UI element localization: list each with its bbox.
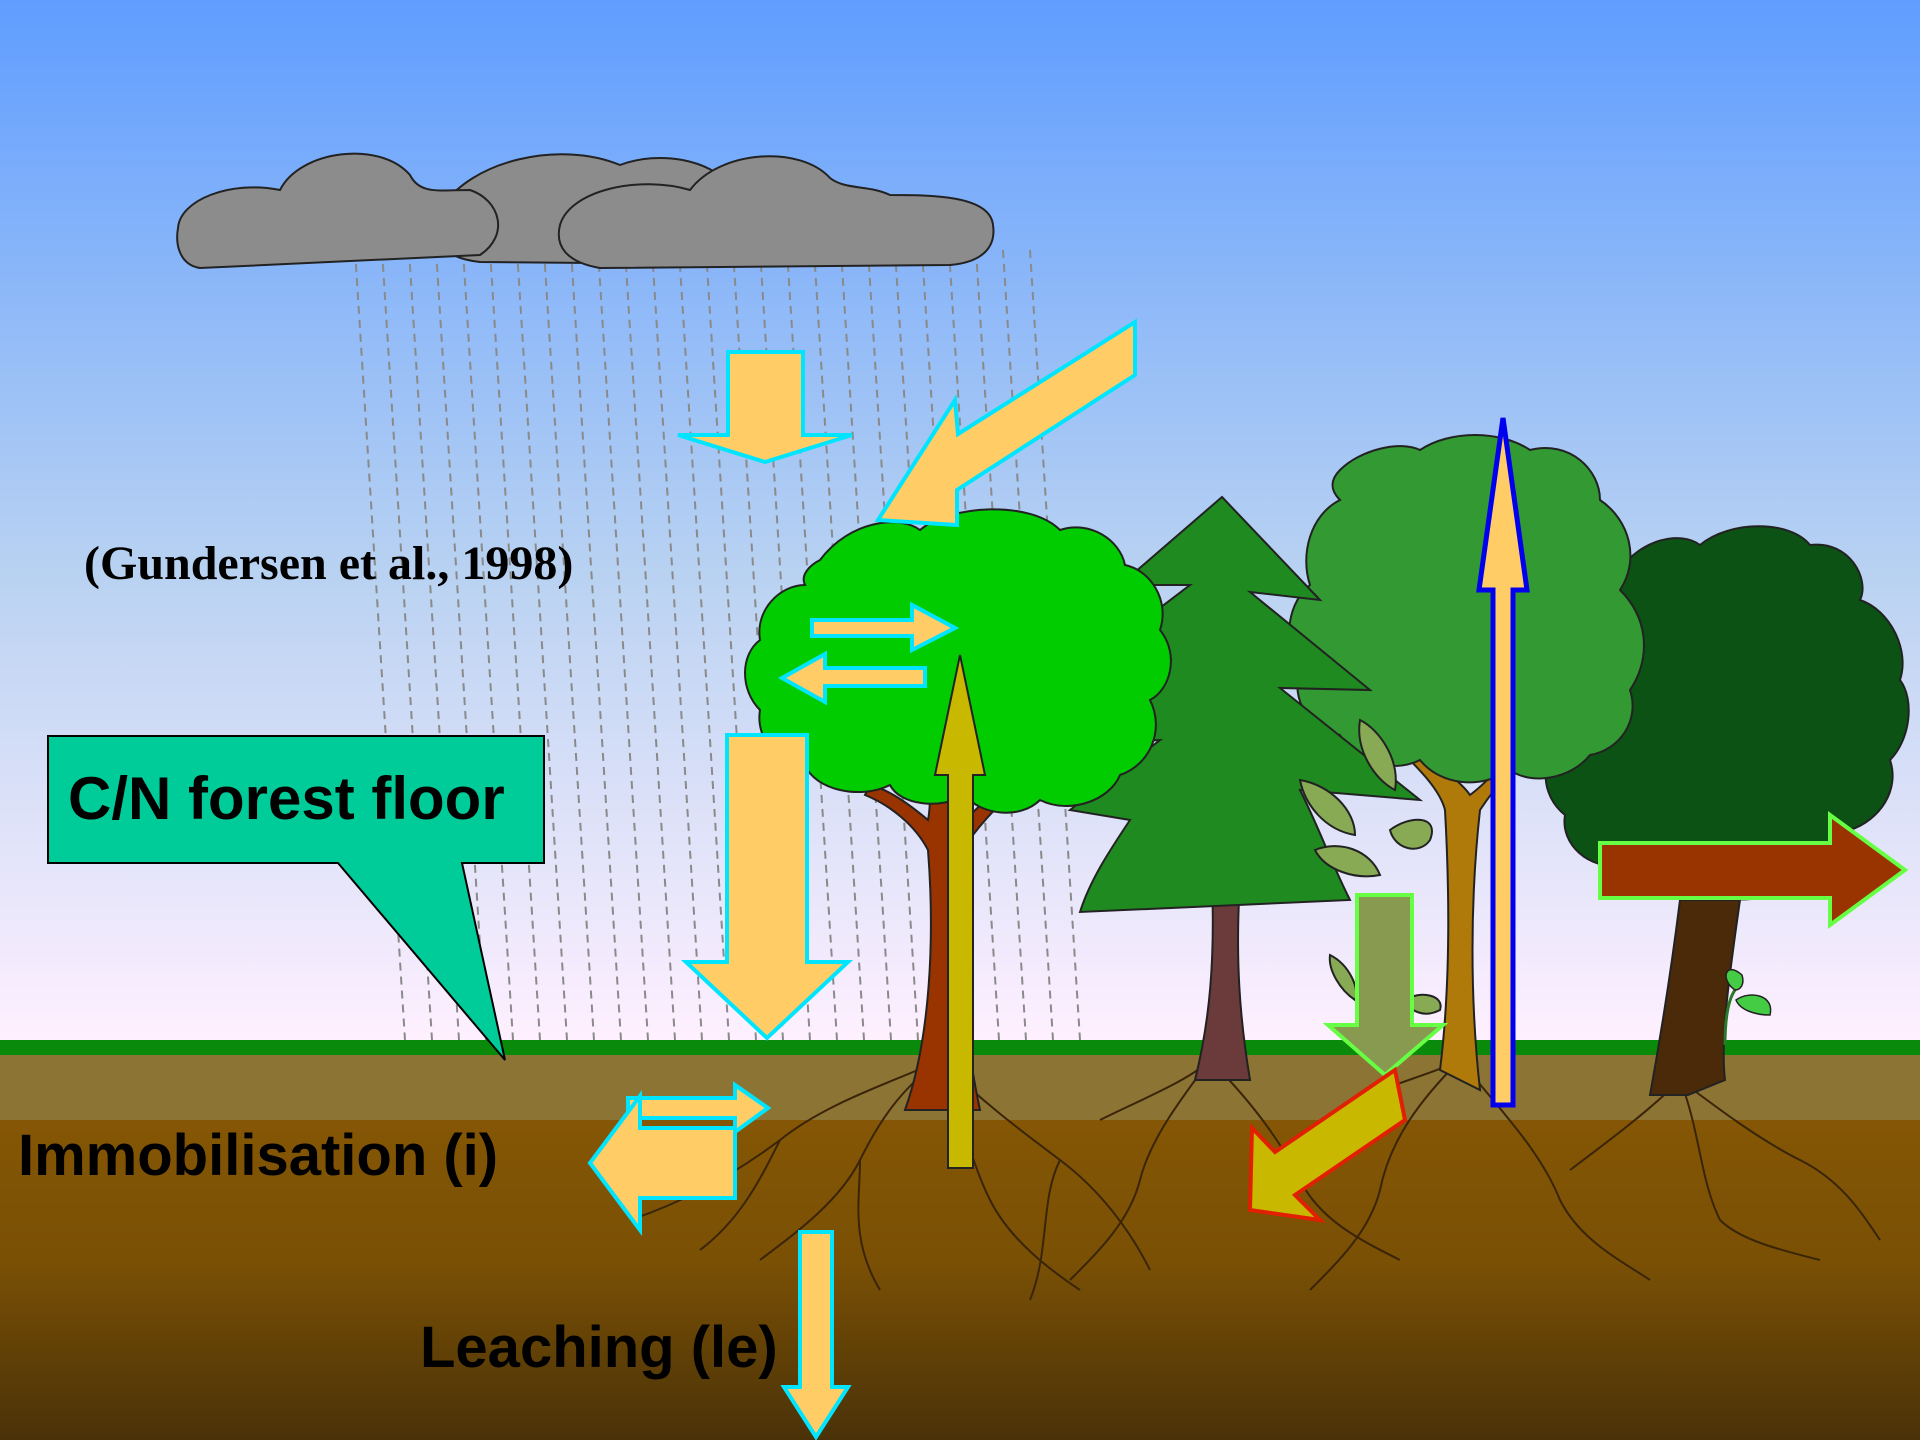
cloud-icon	[176, 152, 995, 270]
leaching-arrow	[780, 1230, 852, 1440]
immobilisation-arrow	[587, 1089, 737, 1237]
seedling-icon	[1723, 968, 1772, 1046]
fir-tree-icon	[1067, 495, 1424, 1081]
immobilisation-label: Immobilisation (i)	[18, 1123, 499, 1188]
dry-deposition-arrow	[874, 318, 1137, 528]
tree-nutrient-transport-arrow	[1476, 417, 1530, 1108]
callout-text: C/N forest floor	[68, 765, 505, 832]
mineralisation-arrow	[626, 1081, 772, 1136]
harvest-export-arrow	[1598, 811, 1909, 929]
callout-box	[47, 735, 545, 1061]
uptake-arrow	[933, 654, 987, 1169]
litter-decomposition-arrow	[1247, 1066, 1408, 1223]
deposition-arrow	[677, 350, 853, 465]
litterfall-arrow	[1322, 893, 1449, 1078]
tree-icon	[1288, 434, 1645, 1092]
leaching-label: Leaching (le)	[420, 1315, 778, 1380]
canopy-exchange-arrow	[777, 601, 960, 706]
throughfall-arrow	[680, 733, 854, 1041]
citation: (Gundersen et al., 1998)	[84, 537, 574, 590]
